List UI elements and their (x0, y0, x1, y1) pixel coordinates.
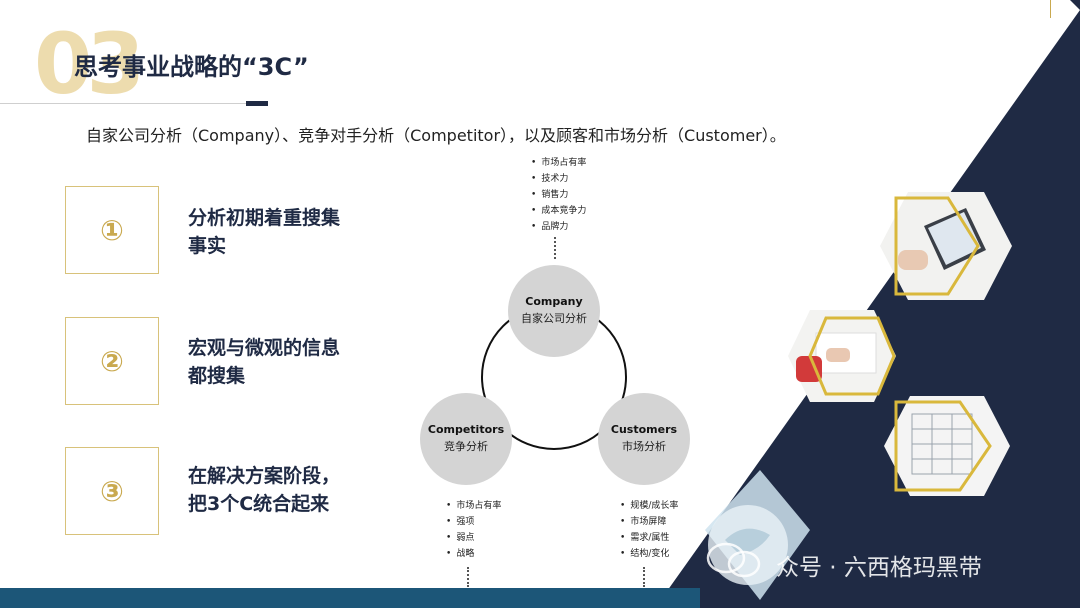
company-dotted-line (554, 237, 556, 259)
item-text-3: 在解决方案阶段， 把3个C统合起来 (188, 465, 341, 515)
competitors-label-cn: 竞争分析 (444, 440, 488, 453)
customers-point: 市场屏障 (620, 514, 678, 530)
watermark-text: 众号 · 六西格玛黑带 (776, 555, 982, 581)
competitors-dotted-line (467, 567, 469, 587)
documents-photo (788, 310, 896, 402)
competitors-label-en: Competitors (427, 423, 505, 436)
customers-label-en: Customers (610, 423, 678, 436)
customers-point: 需求/属性 (620, 530, 678, 546)
section-number: 03 (34, 15, 145, 113)
company-points-list: 市场占有率 技术力 销售力 成本竞争力 品牌力 (531, 155, 586, 235)
item-number-box-3: ③ (65, 447, 159, 535)
item-number-box-1: ① (65, 186, 159, 274)
item-text-1: 分析初期着重搜集 事实 (188, 207, 341, 257)
customers-dotted-line (643, 567, 645, 587)
page-title: 思考事业战略的“3C” (74, 53, 309, 81)
header-divider-accent (246, 101, 268, 106)
company-point: 成本竞争力 (531, 203, 586, 219)
company-label-cn: 自家公司分析 (521, 312, 587, 325)
competitors-point: 强项 (446, 514, 501, 530)
wechat-icon (706, 542, 761, 578)
item-number-1: ① (100, 213, 124, 247)
competitors-point: 战略 (446, 546, 501, 562)
page-subtitle: 自家公司分析（Company）、竞争对手分析（Competitor），以及顾客和… (86, 126, 786, 145)
company-point: 销售力 (531, 187, 586, 203)
customers-point: 规模/成长率 (620, 498, 678, 514)
competitors-circle: Competitors 竞争分析 (420, 393, 512, 485)
blueprint-photo (884, 396, 1010, 496)
customers-label-cn: 市场分析 (622, 440, 666, 453)
top-right-accent-line (1050, 0, 1051, 18)
competitors-points-list: 市场占有率 强项 弱点 战略 (446, 498, 501, 562)
company-point: 市场占有率 (531, 155, 586, 171)
company-point: 品牌力 (531, 219, 586, 235)
customers-point: 结构/变化 (620, 546, 678, 562)
3c-diagram: 市场占有率 技术力 销售力 成本竞争力 品牌力 Company 自家公司分析 C… (418, 155, 690, 595)
company-circle: Company 自家公司分析 (508, 265, 600, 357)
customers-circle: Customers 市场分析 (598, 393, 690, 485)
company-point: 技术力 (531, 171, 586, 187)
item-number-box-2: ② (65, 317, 159, 405)
laptop-photo (880, 192, 1012, 300)
item-number-3: ③ (100, 474, 124, 508)
company-label-en: Company (525, 295, 583, 308)
competitors-point: 市场占有率 (446, 498, 501, 514)
customers-points-list: 规模/成长率 市场屏障 需求/属性 结构/变化 (620, 498, 678, 562)
competitors-point: 弱点 (446, 530, 501, 546)
header-divider (0, 103, 250, 104)
item-text-2: 宏观与微观的信息 都搜集 (188, 337, 341, 387)
item-number-2: ② (100, 344, 124, 378)
